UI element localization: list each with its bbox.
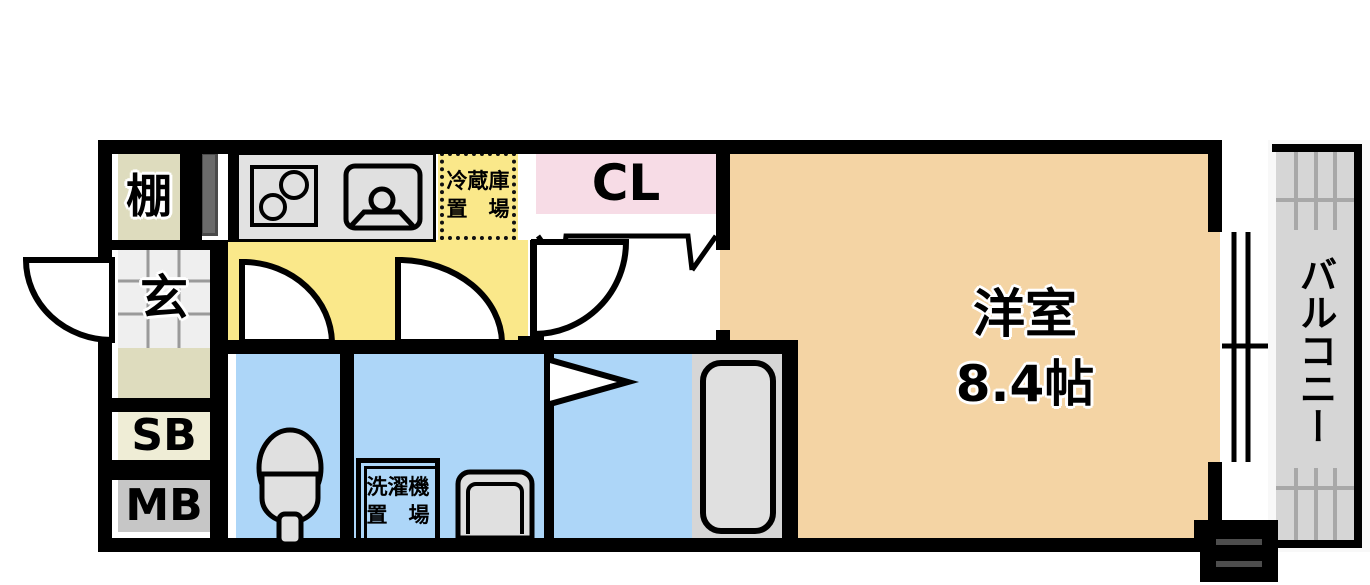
wall-kitchen-counter-base [228,140,238,242]
wall-shelf-below [112,240,210,250]
wall-jamb-door-a-right [330,340,354,354]
sliding-glass-door-icon [1222,232,1268,462]
genkan-area [118,248,210,348]
wall-genkan-below [112,398,210,412]
genkan-step-area [118,348,210,400]
wall-toilet-divider [340,352,354,540]
wall-jamb-door-a-left [228,340,242,354]
wall-hall-mainroom-lower [716,330,730,354]
exterior-unit-slats-icon [1216,539,1262,567]
wall-genkan-right-upper [180,152,202,242]
genkan-tile-grid [118,248,210,348]
wall-entry-jamb-top [98,244,112,258]
exterior-unit-block [1200,520,1278,582]
shoe-box-area [118,412,210,460]
wall-jamb-door-b-right [518,336,544,354]
shelf-label: 棚 [126,169,172,223]
washer-space-box [356,458,440,540]
wall-genkan-right-lower [210,240,228,540]
wall-right-main-room [1208,140,1222,232]
washer-space-box-inner [364,466,440,540]
bathtub-icon [700,360,776,534]
balcony-wall-top [1272,144,1362,152]
shoe-box-label: SB [131,410,197,461]
closet-area [536,152,716,214]
fridge-space-area [438,150,518,242]
shelf-area [118,152,180,240]
wall-top-outer [98,140,1222,154]
wash-basin-icon [455,469,535,541]
wall-hall-mainroom-upper [716,140,730,250]
washer-space-label-line2: 置 場 [366,502,430,527]
wall-bath-top [544,340,798,354]
exterior-unit-gap [1278,552,1370,585]
fridge-space-label-line1: 冷蔵庫 [446,168,510,193]
stove-burners-icon [259,170,309,221]
genkan-label: 玄 [139,270,188,326]
entrance-door-swing [22,257,115,344]
main-room-door-swing [531,239,630,338]
kitchen-sink-icon [343,163,423,231]
wall-bath-right [782,340,798,540]
wall-main-room-right-notch [1194,520,1208,552]
fridge-space-dotted-border [440,152,516,240]
wall-bathroom-divider [544,352,554,540]
main-room-name-label: 洋室 [972,285,1077,345]
toilet-icon [256,427,324,547]
meter-box-label: MB [125,480,203,531]
balcony-label: バルコニー [1293,255,1337,445]
entry-column-slot [200,152,218,236]
closet-label: CL [591,154,661,212]
main-room-area [720,145,1220,540]
wall-bottom-outer [98,538,1208,552]
balcony-label-backing [1276,230,1354,468]
meter-box-area [118,480,210,532]
washer-space-label-line1: 洗濯機 [366,474,430,499]
washroom-door-swing [395,257,506,345]
main-room-size-label: 8.4帖 [955,355,1095,413]
balcony-wall-right [1354,144,1362,548]
balcony-wall-bottom [1272,540,1362,548]
washroom-inner-door-icon [549,357,640,407]
fridge-space-label-line2: 置 場 [446,196,510,221]
wall-sb-below [112,460,210,480]
toilet-door-swing [239,259,336,345]
